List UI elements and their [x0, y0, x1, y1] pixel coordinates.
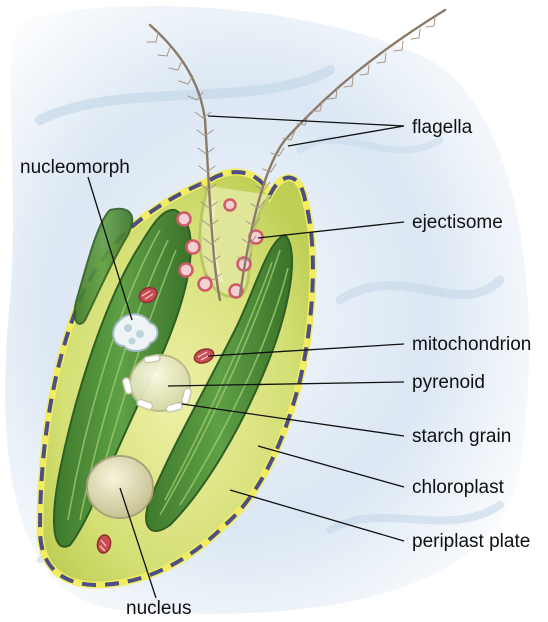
label-periplast-plate: periplast plate [412, 532, 530, 551]
label-mitochondrion: mitochondrion [412, 335, 531, 354]
label-flagella: flagella [412, 118, 472, 137]
label-nucleus: nucleus [126, 599, 192, 618]
label-pyrenoid: pyrenoid [412, 373, 485, 392]
label-ejectisome: ejectisome [412, 213, 503, 232]
label-chloroplast: chloroplast [412, 478, 504, 497]
nucleus [87, 456, 153, 518]
label-starch-grain: starch grain [412, 427, 511, 446]
label-nucleomorph: nucleomorph [20, 158, 130, 177]
